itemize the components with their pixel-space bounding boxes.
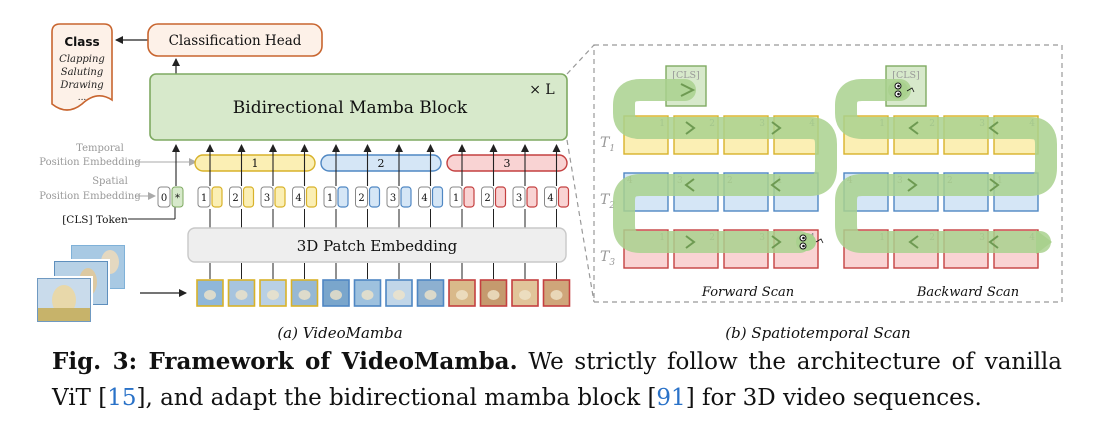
patch-tokens: 1 2 3 4 1 2 3 4 1 2 3 4 xyxy=(197,186,570,208)
patch-token: 1 xyxy=(323,186,349,208)
svg-text:2: 2 xyxy=(378,157,385,170)
patch-token-index: 4 xyxy=(547,193,553,204)
patch-token-index: 1 xyxy=(453,193,459,204)
patch-thumbnail xyxy=(511,279,539,307)
svg-text:[CLS] Token: [CLS] Token xyxy=(62,214,128,226)
class-item: Drawing xyxy=(59,80,103,91)
patch-token: 4 xyxy=(292,186,318,208)
svg-text:1: 1 xyxy=(252,157,259,170)
spatial-embedding-label: Spatial Position Embedding xyxy=(39,176,156,202)
patch-token: 4 xyxy=(418,186,444,208)
patch-token-index: 4 xyxy=(421,193,427,204)
patch-thumbnail xyxy=(448,279,476,307)
scan-cls-label: [CLS] xyxy=(672,70,700,81)
layer-repeat-label: × L xyxy=(529,82,554,98)
temporal-embedding-pills: 1 2 3 xyxy=(194,154,568,172)
cls-token-label: [CLS] Token xyxy=(62,207,176,226)
citation-link[interactable]: 15 xyxy=(107,385,137,411)
svg-text:Temporal: Temporal xyxy=(76,143,124,154)
bidirectional-mamba-block: Bidirectional Mamba Block × L xyxy=(149,73,568,141)
patch-token: 2 xyxy=(355,186,381,208)
caption-title: Fig. 3: Framework of VideoMamba. xyxy=(52,348,518,375)
classification-head: Classification Head xyxy=(147,23,323,57)
subcaption-b: (b) Spatiotemporal Scan xyxy=(725,324,910,342)
patch-embedding-box: 3D Patch Embedding xyxy=(187,227,567,263)
svg-text:T2: T2 xyxy=(600,192,615,211)
patch-token-index: 3 xyxy=(516,193,522,204)
class-item: Saluting xyxy=(61,67,104,78)
patch-token-index: 1 xyxy=(327,193,333,204)
scan-cls-label: [CLS] xyxy=(892,70,920,81)
patch-token: 3 xyxy=(512,186,538,208)
backward-scan-path xyxy=(835,79,1057,254)
patch-thumbnail xyxy=(353,279,382,307)
backward-scan-label: Backward Scan xyxy=(916,285,1019,300)
patch-thumbnail xyxy=(196,279,224,307)
patch-token: 4 xyxy=(544,186,570,208)
patch-token: 2 xyxy=(481,186,507,208)
patch-token-index: 2 xyxy=(232,193,238,204)
patch-token: 2 xyxy=(229,186,255,208)
patch-token: 3 xyxy=(386,186,412,208)
cls-token-cells: 0 * xyxy=(157,186,184,208)
patch-embedding-label: 3D Patch Embedding xyxy=(297,237,458,255)
temporal-pill-2 xyxy=(320,154,442,172)
patch-token-index: 4 xyxy=(295,193,301,204)
videomamba-framework-figure: Class Clapping Saluting Drawing ... Clas… xyxy=(35,23,1063,342)
svg-text:0: 0 xyxy=(161,193,167,204)
forward-scan-path xyxy=(613,79,837,253)
svg-text:Spatial: Spatial xyxy=(92,176,128,187)
patch-token-index: 3 xyxy=(390,193,396,204)
patch-thumbnail xyxy=(416,279,445,307)
scan-row-labels: T1 T2 T3 xyxy=(600,135,615,268)
patch-token-index: 3 xyxy=(264,193,270,204)
patch-thumbnail xyxy=(542,279,571,307)
forward-scan-label: Forward Scan xyxy=(701,285,794,300)
patch-thumbnail xyxy=(227,279,256,307)
mamba-block-label: Bidirectional Mamba Block xyxy=(233,98,468,118)
patch-token-index: 2 xyxy=(484,193,490,204)
temporal-embedding-label: Temporal Position Embedding xyxy=(39,143,197,168)
patch-thumbnail xyxy=(290,279,319,307)
patch-token-index: 2 xyxy=(358,193,364,204)
temporal-pill-3 xyxy=(446,154,568,172)
patch-thumbnail xyxy=(479,279,508,307)
class-output-box: Class Clapping Saluting Drawing ... xyxy=(51,23,113,111)
class-item: ... xyxy=(78,93,87,103)
class-item: Clapping xyxy=(59,54,105,65)
patch-token: 1 xyxy=(197,186,223,208)
figure-caption: Fig. 3: Framework of VideoMamba. We stri… xyxy=(52,348,1063,411)
token-arrows xyxy=(172,144,561,279)
svg-text:*: * xyxy=(175,193,180,204)
citation-link[interactable]: 91 xyxy=(656,385,686,411)
patch-token-index: 1 xyxy=(201,193,207,204)
patch-thumbnail xyxy=(385,279,413,307)
svg-text:T3: T3 xyxy=(600,249,615,268)
svg-text:3: 3 xyxy=(504,157,511,170)
patch-thumbnail xyxy=(322,279,350,307)
patch-thumbnails xyxy=(196,279,571,307)
svg-text:Position Embedding: Position Embedding xyxy=(39,191,141,202)
patch-token: 3 xyxy=(260,186,286,208)
patch-thumbnail xyxy=(259,279,287,307)
subcaption-a: (a) VideoMamba xyxy=(277,324,402,342)
classification-head-label: Classification Head xyxy=(169,33,302,49)
video-frames-stack xyxy=(35,243,127,324)
svg-text:Position Embedding: Position Embedding xyxy=(39,157,141,168)
svg-text:T1: T1 xyxy=(600,135,615,154)
patch-token: 1 xyxy=(449,186,475,208)
class-title: Class xyxy=(64,35,99,49)
temporal-pill-1 xyxy=(194,154,316,172)
